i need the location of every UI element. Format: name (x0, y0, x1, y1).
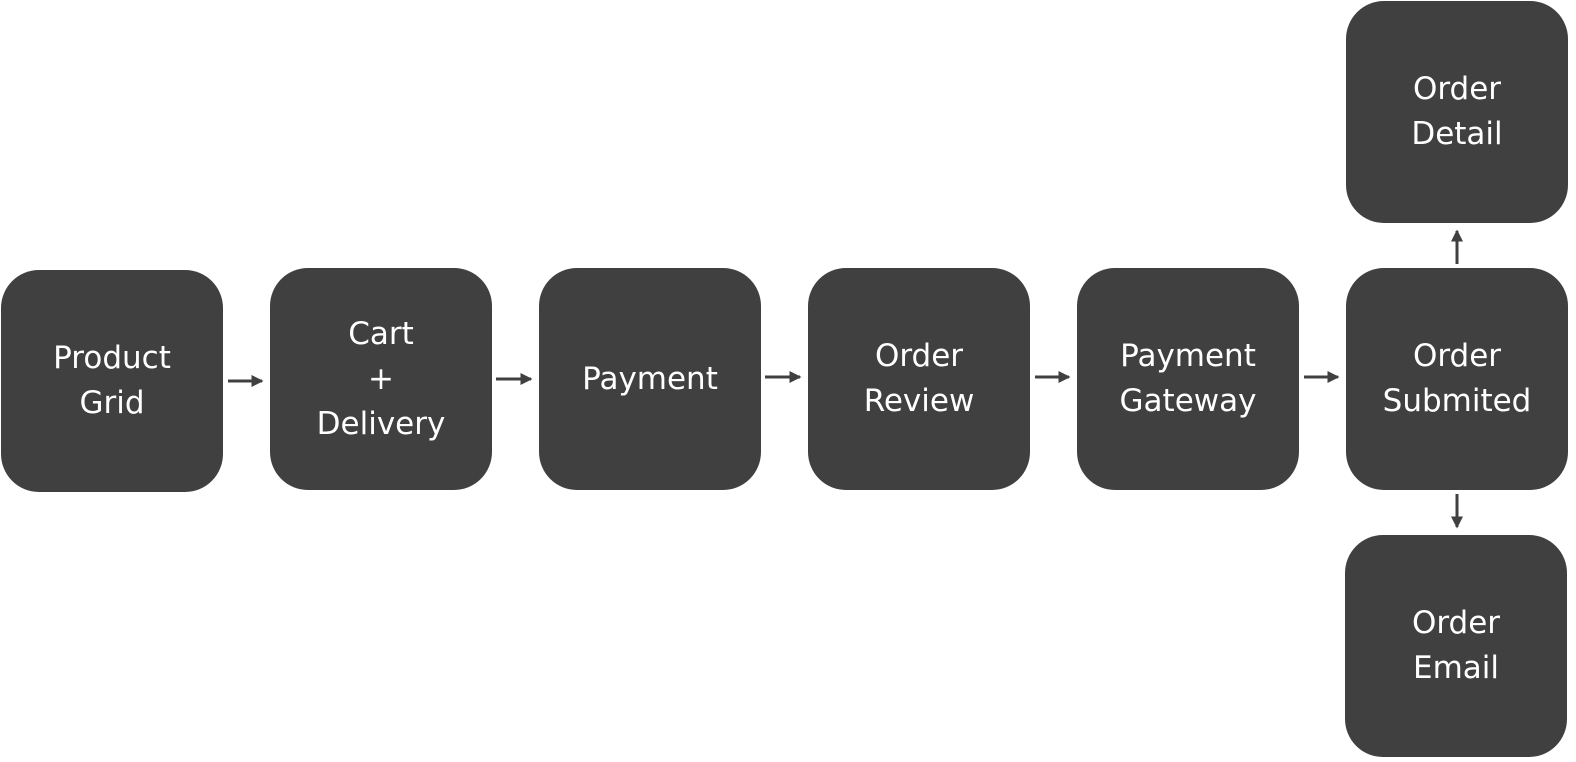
node-order-detail: Order Detail (1346, 1, 1568, 223)
node-payment-gateway: Payment Gateway (1077, 268, 1299, 490)
node-label-line: Order (874, 338, 964, 374)
node-order-review: Order Review (808, 268, 1030, 490)
node-label-line: Payment (1120, 338, 1256, 374)
node-label-line: Detail (1411, 116, 1503, 152)
node-product-grid: Product Grid (1, 270, 223, 492)
node-label-line: Order (1411, 605, 1501, 641)
node-label-line: Email (1412, 650, 1499, 686)
node-label-line: Product (53, 340, 171, 376)
node-payment: Payment (539, 268, 761, 490)
node-label-line: Order (1412, 338, 1502, 374)
node-label-line: Submited (1382, 383, 1532, 419)
node-label-line: Grid (79, 385, 145, 421)
node-label-line: Gateway (1119, 383, 1257, 419)
node-label-line: Delivery (316, 405, 446, 442)
node-cart-delivery: Cart + Delivery (270, 268, 492, 490)
node-label-line: Review (863, 383, 975, 419)
node-label-line: Order (1412, 71, 1502, 107)
node-label-line: Payment (582, 360, 718, 397)
node-label-line: Cart (348, 315, 414, 352)
node-label-line: + (368, 360, 394, 397)
node-order-email: Order Email (1345, 535, 1567, 757)
node-order-submited: Order Submited (1346, 268, 1568, 490)
